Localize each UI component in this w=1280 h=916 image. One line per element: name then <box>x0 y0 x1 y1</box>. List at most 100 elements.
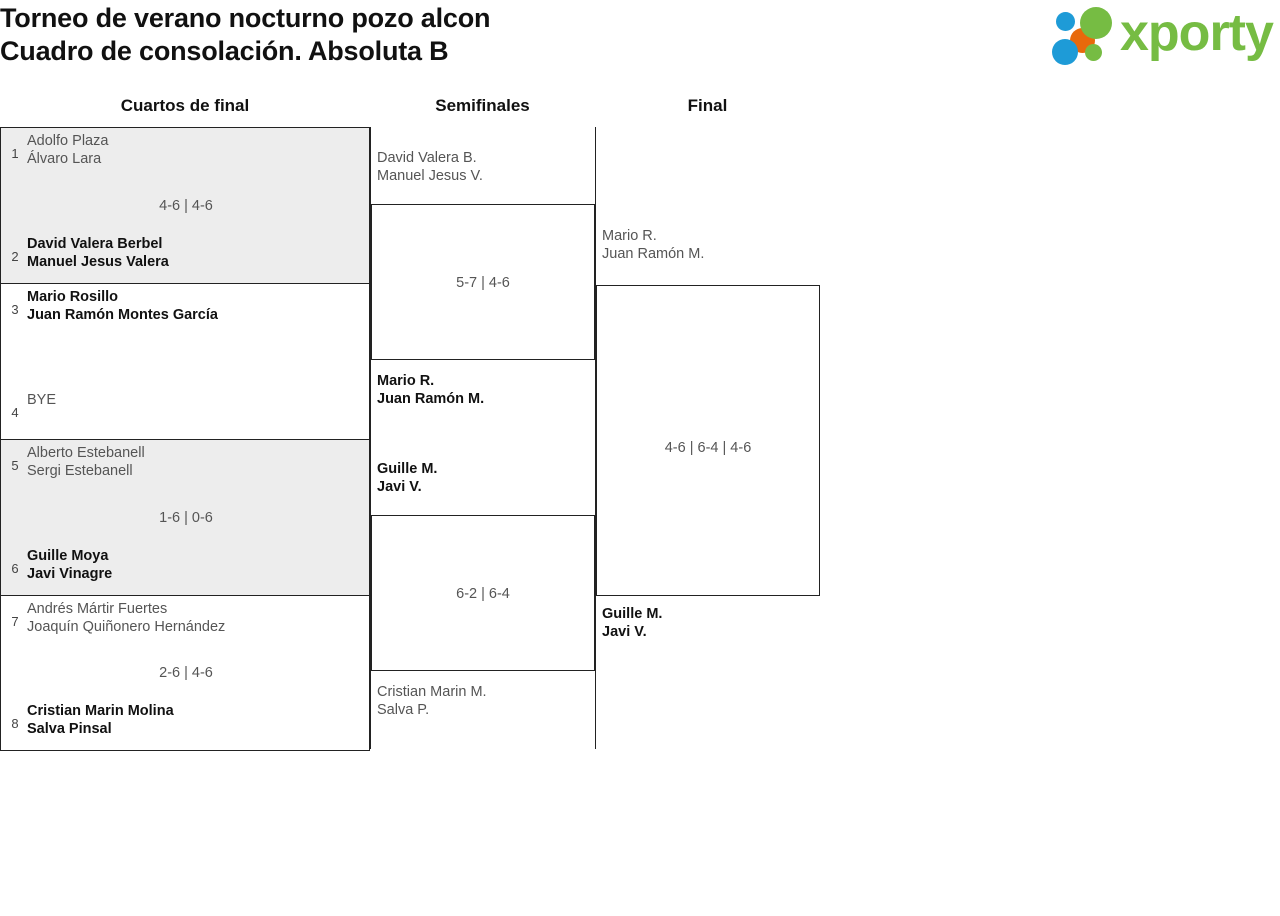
team-names: David Valera B. Manuel Jesus V. <box>377 149 736 185</box>
match-slot-bottom: 6 Guille Moya Javi Vinagre <box>1 547 371 591</box>
match-score: 4-6 | 6-4 | 4-6 <box>664 440 752 456</box>
player-name-1: Adolfo Plaza <box>27 133 109 149</box>
match-quarterfinal-3[interactable]: 5 Alberto Estebanell Sergi Estebanell 1-… <box>0 439 370 595</box>
seed-number: 8 <box>11 716 19 731</box>
seed-number: 1 <box>11 146 19 161</box>
match-quarterfinal-2[interactable]: 3 Mario Rosillo Juan Ramón Montes García… <box>0 283 370 439</box>
logo-wordmark: xporty <box>1120 4 1274 62</box>
match-slot-bottom: Mario R. Juan Ramón M. <box>370 372 740 416</box>
round-quarterfinals: 1 Adolfo Plaza Álvaro Lara 4-6 | 4-6 2 D… <box>0 127 370 751</box>
bracket-connector <box>370 127 371 438</box>
page-title: Torneo de verano nocturno pozo alcon Cua… <box>0 2 491 68</box>
match-slot-top: 3 Mario Rosillo Juan Ramón Montes García <box>1 288 371 332</box>
team-names: Cristian Marin Molina Salva Pinsal <box>27 702 365 738</box>
player-name-1: BYE <box>27 392 57 408</box>
team-names: BYE <box>27 391 365 409</box>
player-name-1: Mario R. <box>377 373 435 389</box>
match-semifinal-2[interactable]: Guille M. Javi V. 6-2 | 6-4 Cristian Mar… <box>370 438 595 749</box>
team-names: Mario R. Juan Ramón M. <box>602 227 961 263</box>
logo-dot-green-small-icon <box>1085 44 1102 61</box>
player-name-2: Sergi Estebanell <box>27 463 133 479</box>
player-name-2: Manuel Jesus Valera <box>27 254 169 270</box>
team-names: David Valera Berbel Manuel Jesus Valera <box>27 235 365 271</box>
round-semifinals: David Valera B. Manuel Jesus V. 5-7 | 4-… <box>370 127 595 749</box>
player-name-1: David Valera B. <box>377 150 477 166</box>
match-slot-top: 7 Andrés Mártir Fuertes Joaquín Quiñoner… <box>1 600 371 644</box>
round-final: Mario R. Juan Ramón M. 4-6 | 6-4 | 4-6 G… <box>595 127 820 749</box>
match-semifinal-1[interactable]: David Valera B. Manuel Jesus V. 5-7 | 4-… <box>370 127 595 438</box>
match-score: 5-7 | 4-6 <box>456 274 510 291</box>
round-header-final: Final <box>687 96 728 115</box>
match-slot-top: Mario R. Juan Ramón M. <box>595 227 965 271</box>
team-names: Adolfo Plaza Álvaro Lara <box>27 132 365 168</box>
team-names: Mario R. Juan Ramón M. <box>377 372 736 408</box>
player-name-1: David Valera Berbel <box>27 236 163 252</box>
match-quarterfinal-4[interactable]: 7 Andrés Mártir Fuertes Joaquín Quiñoner… <box>0 595 370 751</box>
match-score: 6-2 | 6-4 <box>456 585 510 602</box>
player-name-2: Javi V. <box>602 624 647 640</box>
team-names: Andrés Mártir Fuertes Joaquín Quiñonero … <box>27 600 365 636</box>
player-name-2: Juan Ramón Montes García <box>27 307 218 323</box>
match-score: 4-6 | 4-6 <box>159 197 213 214</box>
match-box <box>371 204 595 360</box>
tournament-bracket: 1 Adolfo Plaza Álvaro Lara 4-6 | 4-6 2 D… <box>0 127 1280 767</box>
player-name-1: Cristian Marin M. <box>377 684 487 700</box>
player-name-1: Alberto Estebanell <box>27 445 145 461</box>
match-slot-top: 5 Alberto Estebanell Sergi Estebanell <box>1 444 371 488</box>
match-score: 2-6 | 4-6 <box>159 665 213 681</box>
title-line-1: Torneo de verano nocturno pozo alcon <box>0 3 491 33</box>
player-name-1: Guille Moya <box>27 548 109 564</box>
match-box <box>371 515 595 671</box>
team-names: Alberto Estebanell Sergi Estebanell <box>27 444 365 480</box>
player-name-2: Álvaro Lara <box>27 151 102 167</box>
player-name-2: Javi Vinagre <box>27 566 113 582</box>
player-name-2: Manuel Jesus V. <box>377 168 483 184</box>
match-slot-bottom: Cristian Marin M. Salva P. <box>370 683 740 727</box>
seed-number: 3 <box>11 302 19 317</box>
match-score: 1-6 | 0-6 <box>159 509 213 526</box>
round-header-quarterfinals: Cuartos de final <box>120 96 250 115</box>
team-names: Guille M. Javi V. <box>377 460 736 496</box>
player-name-2: Juan Ramón M. <box>602 246 705 262</box>
match-final[interactable]: Mario R. Juan Ramón M. 4-6 | 6-4 | 4-6 G… <box>595 127 820 749</box>
xporty-logo[interactable]: xporty <box>1052 4 1276 68</box>
match-slot-bottom: 2 David Valera Berbel Manuel Jesus Valer… <box>1 235 371 279</box>
player-name-1: Guille M. <box>377 461 438 477</box>
seed-number: 4 <box>11 405 19 420</box>
player-name-2: Salva Pinsal <box>27 721 112 737</box>
player-name-1: Mario Rosillo <box>27 289 119 305</box>
match-slot-bottom: 8 Cristian Marin Molina Salva Pinsal <box>1 702 371 746</box>
player-name-1: Guille M. <box>602 606 663 622</box>
player-name-1: Cristian Marin Molina <box>27 703 174 719</box>
round-header-semifinals: Semifinales <box>435 96 530 115</box>
page-header: Torneo de verano nocturno pozo alcon Cua… <box>0 0 1280 92</box>
logo-dot-blue-large-icon <box>1052 39 1078 65</box>
player-name-2: Javi V. <box>377 479 422 495</box>
seed-number: 5 <box>11 458 19 473</box>
logo-dots-icon <box>1052 6 1124 66</box>
team-names: Mario Rosillo Juan Ramón Montes García <box>27 288 365 324</box>
match-slot-top: David Valera B. Manuel Jesus V. <box>370 149 740 193</box>
logo-dot-green-large-icon <box>1080 7 1112 39</box>
title-line-2: Cuadro de consolación. Absoluta B <box>0 36 449 66</box>
player-name-2: Joaquín Quiñonero Hernández <box>27 619 226 635</box>
match-slot-top: Guille M. Javi V. <box>370 460 740 504</box>
team-names: Guille Moya Javi Vinagre <box>27 547 365 583</box>
match-slot-bottom: 4 BYE <box>1 391 371 435</box>
player-name-1: Mario R. <box>602 228 657 244</box>
player-name-2: Juan Ramón M. <box>377 391 485 407</box>
seed-number: 6 <box>11 561 19 576</box>
team-names: Guille M. Javi V. <box>602 605 961 641</box>
bracket-connector <box>370 438 371 749</box>
match-quarterfinal-1[interactable]: 1 Adolfo Plaza Álvaro Lara 4-6 | 4-6 2 D… <box>0 127 370 283</box>
match-box <box>596 285 820 596</box>
match-slot-top: 1 Adolfo Plaza Álvaro Lara <box>1 132 371 176</box>
bracket-connector <box>595 127 596 749</box>
logo-dot-blue-small-icon <box>1056 12 1075 31</box>
seed-number: 2 <box>11 249 19 264</box>
player-name-2: Salva P. <box>377 702 430 718</box>
match-slot-bottom: Guille M. Javi V. <box>595 605 965 649</box>
team-names: Cristian Marin M. Salva P. <box>377 683 736 719</box>
player-name-1: Andrés Mártir Fuertes <box>27 601 168 617</box>
